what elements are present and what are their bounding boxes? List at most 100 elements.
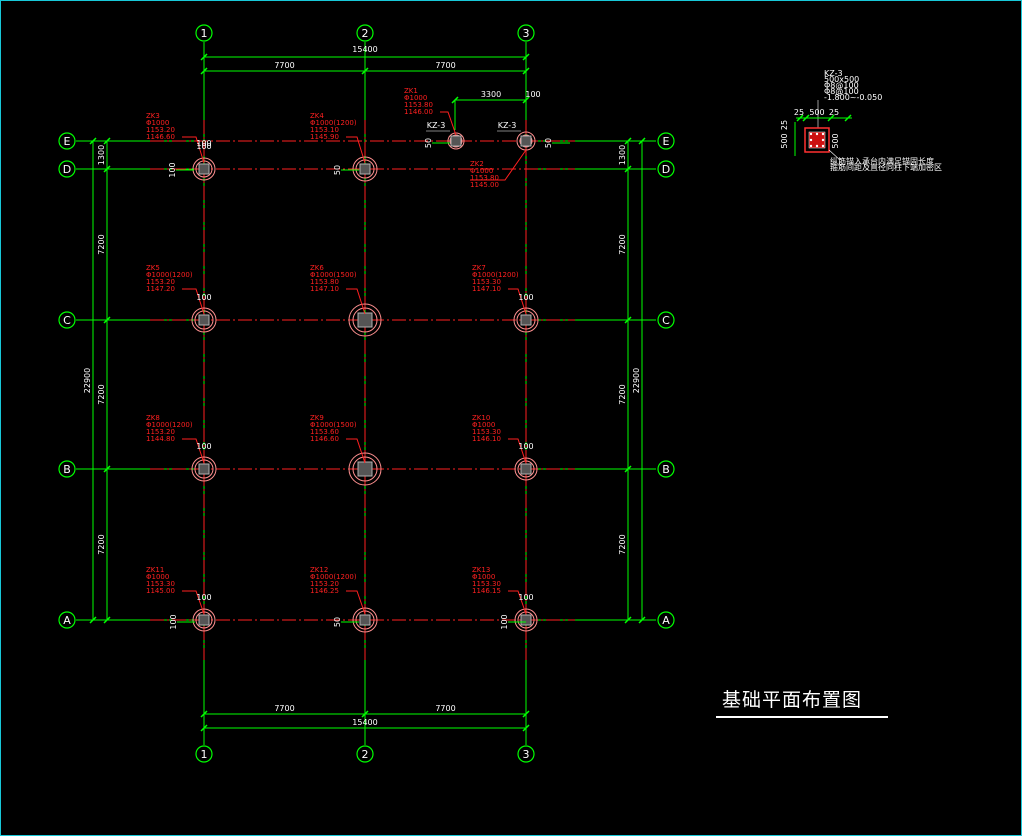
pile-outer-circle-ZK6 [348, 303, 382, 337]
detail-note-1: 箍筋间距及直径同柱下端加密区 [830, 162, 942, 172]
pile-label-ZK3-line-3: 1146.60 [146, 133, 175, 141]
axis-bubble-left-A-circle [58, 611, 76, 629]
detail-rebar-3 [809, 138, 813, 142]
kz3-tag-2: KZ-3 [498, 121, 517, 130]
dimension-tick [624, 465, 632, 473]
pile-label-ZK11-line-2: 1153.30 [146, 580, 175, 588]
dim-offset-3300-label: 3300 [481, 90, 501, 99]
detail-note-leader [828, 149, 841, 161]
pile-label-ZK9-line-0: ZK9 [310, 414, 324, 422]
axis-bubble-left-B-circle [58, 460, 76, 478]
side-offset-label-2: 50 [333, 165, 342, 175]
axis-bubble-right-A-circle [657, 611, 675, 629]
axis-bubble-top-3-circle [517, 24, 535, 42]
axis-bubble-left-A-label: A [63, 614, 71, 627]
pile-inner-circle-ZK7 [516, 310, 536, 330]
pile-label-ZK8-line-1: Φ1000(1200) [146, 421, 193, 429]
pile-leader-ZK13 [508, 590, 527, 615]
dim-top-total-label: 15400 [352, 45, 377, 54]
pile-markers [191, 131, 539, 633]
column-ZK6 [357, 312, 373, 328]
dimension-tick [103, 465, 111, 473]
pile-label-ZK6-line-3: 1147.10 [310, 285, 339, 293]
column-ZK5 [198, 314, 210, 326]
detail-dim-top-500: 500 [809, 108, 824, 117]
axis-bubble-right-C-label: C [662, 314, 670, 327]
pile-label-ZK13-line-0: ZK13 [472, 566, 490, 574]
axis-bubble-left-C-circle [58, 311, 76, 329]
pile-inner-circle-ZK4 [355, 159, 375, 179]
pile-inner-circle-ZK10 [517, 460, 535, 478]
pile-label-ZK13-line-2: 1153.30 [472, 580, 501, 588]
axis-bubble-right-D-circle [657, 160, 675, 178]
axis-bubble-right-D-label: D [662, 163, 670, 176]
dim-left-span-label: 1300 [97, 145, 106, 165]
pile-label-ZK5-line-3: 1147.20 [146, 285, 175, 293]
pile-leader-ZK7 [508, 288, 527, 315]
column-ZK10 [520, 463, 532, 475]
pile-label-ZK7-line-3: 1147.10 [472, 285, 501, 293]
dim-right-span-label: 1300 [618, 145, 627, 165]
dimension-tick [522, 53, 530, 61]
offset-100-ZK10: 100 [518, 442, 533, 451]
pile-labels: ZK3Φ10001153.201146.60100ZK4Φ1000(1200)1… [146, 87, 570, 630]
pile-label-ZK10-line-2: 1153.30 [472, 428, 501, 436]
dimension-tick [802, 114, 810, 122]
dimension-tick [522, 96, 530, 104]
column-ZK8 [198, 463, 210, 475]
dimension-tick [624, 616, 632, 624]
axis-bubble-right-B-circle [657, 460, 675, 478]
dimension-tick [796, 114, 804, 122]
pile-label-ZK1-line-3: 1146.00 [404, 108, 433, 116]
axis-bubble-bottom-1-circle [195, 745, 213, 763]
grid-lines [76, 42, 656, 745]
offset-100-ZK7: 100 [518, 293, 533, 302]
dimension-tick [361, 710, 369, 718]
detail-note-0: 纵筋锚入承台内满足锚固长度 [830, 156, 934, 166]
pile-label-ZK10-line-3: 1146.10 [472, 435, 501, 443]
pile-label-ZK12-line-2: 1153.20 [310, 580, 339, 588]
offset-100-ZK5: 100 [196, 293, 211, 302]
detail-rebar-5 [809, 144, 813, 148]
pile-leader-ZK3 [182, 136, 205, 164]
pile-label-ZK7-line-2: 1153.30 [472, 278, 501, 286]
detail-rebar-0 [809, 132, 813, 136]
pile-label-ZK3-line-2: 1153.20 [146, 126, 175, 134]
detail-rebar-2 [821, 132, 825, 136]
side-offset-label-0: 50 [424, 138, 433, 148]
side-offset-label-3: 100 [168, 162, 177, 177]
detail-dim-left-500: 500 [780, 133, 789, 148]
pile-outer-circle-ZK11 [192, 608, 216, 632]
axis-bubble-right-E-circle [657, 132, 675, 150]
side-offset-label-1: 50 [544, 138, 553, 148]
dimension-tick [827, 114, 835, 122]
dimension-tick [103, 616, 111, 624]
pile-label-ZK10-line-1: Φ1000 [472, 421, 495, 429]
column-ZK13 [520, 614, 532, 626]
pile-outer-circle-ZK4 [352, 156, 378, 182]
pile-label-ZK9-line-2: 1153.60 [310, 428, 339, 436]
pile-label-ZK7-line-0: ZK7 [472, 264, 486, 272]
pile-outer-circle-ZK1 [447, 132, 465, 150]
pile-leader-ZK2 [470, 149, 527, 181]
side-offset-label-5: 50 [333, 617, 342, 627]
offset-100-ZK3-top: 100 [196, 139, 211, 148]
pile-label-ZK7-line-1: Φ1000(1200) [472, 271, 519, 279]
pile-label-ZK9-line-1: Φ1000(1500) [310, 421, 357, 429]
detail-line-0: KZ-3 [824, 69, 843, 78]
dimension-tick [522, 710, 530, 718]
axis-bubble-right-A-label: A [662, 614, 670, 627]
dimension-tick [103, 137, 111, 145]
axis-bubble-left-D-circle [58, 160, 76, 178]
pile-label-ZK5-line-1: Φ1000(1200) [146, 271, 193, 279]
pile-label-ZK6-line-1: Φ1000(1500) [310, 271, 357, 279]
detail-column-section [804, 127, 830, 153]
pile-label-ZK5-line-0: ZK5 [146, 264, 160, 272]
pile-label-ZK1-line-2: 1153.80 [404, 101, 433, 109]
drawing-title: 基础平面布置图 [722, 689, 862, 711]
offset-100-ZK11: 100 [196, 593, 211, 602]
pile-label-ZK2-line-0: ZK2 [470, 160, 484, 168]
pile-label-ZK2-line-3: 1145.00 [470, 181, 499, 189]
